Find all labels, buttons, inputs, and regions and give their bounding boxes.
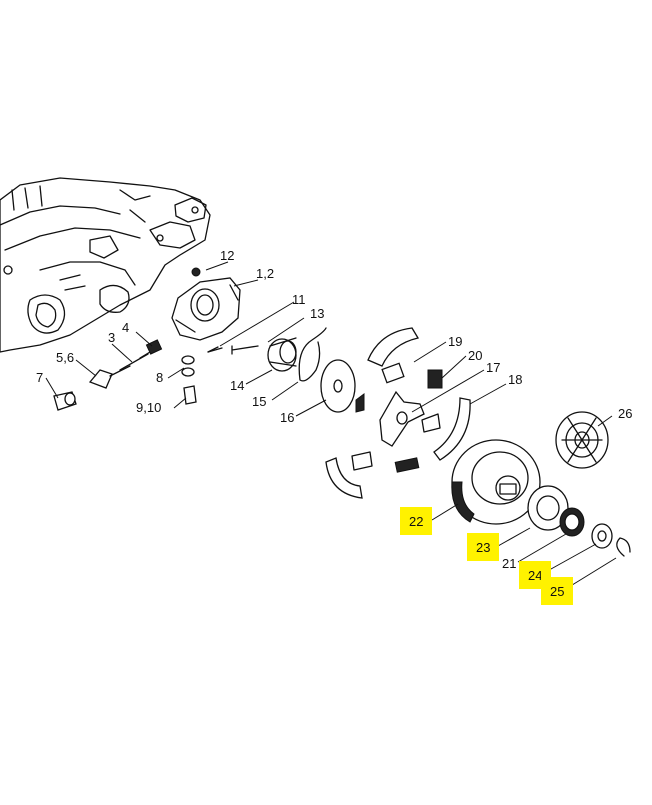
callout-9-10: 9,10 [136,400,161,415]
callout-15: 15 [252,394,266,409]
callout-24: 24 [528,568,542,583]
callout-25: 25 [550,584,564,599]
callout-7: 7 [36,370,43,385]
callout-13: 13 [310,306,324,321]
callout-4: 4 [122,320,129,335]
clutch-drum-drawing [451,439,541,525]
pump-small-parts-drawing [53,339,259,411]
callout-11: 11 [292,292,306,307]
leader-lines [45,261,617,591]
engine-housing-drawing [0,177,211,353]
worm-spring-disc-drawing [267,327,356,413]
callout-22-highlight [400,507,432,535]
callout-26: 26 [618,406,632,421]
callout-14: 14 [230,378,244,393]
callout-3: 3 [108,330,115,345]
callout-23-highlight [467,533,499,561]
callout-16: 16 [280,410,294,425]
oil-pump-housing-drawing [171,267,241,353]
callout-20: 20 [468,348,482,363]
clutch-parts-drawing [325,327,471,499]
callout-labels: 12 1,2 11 13 3 4 5,6 7 8 9,10 14 15 16 1… [36,248,632,425]
callout-18: 18 [508,372,522,387]
callout-22: 22 [409,514,423,529]
callout-17: 17 [486,360,500,375]
spur-sprocket-drawing [555,411,609,469]
callout-12: 12 [220,248,234,263]
highlighted-callouts: 22 23 21 24 25 [400,507,573,605]
callout-19: 19 [448,334,462,349]
callout-21: 21 [502,556,516,571]
callout-1-2: 1,2 [256,266,274,281]
callout-8: 8 [156,370,163,385]
callout-25-highlight [541,577,573,605]
callout-5-6: 5,6 [56,350,74,365]
sprocket-bearing-washer-clip-drawing [527,485,631,557]
callout-23: 23 [476,540,490,555]
